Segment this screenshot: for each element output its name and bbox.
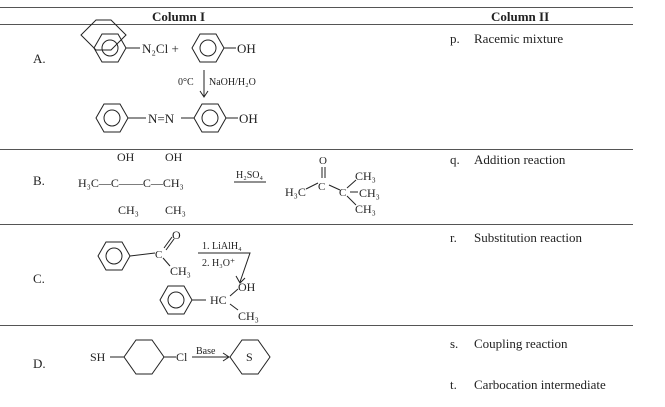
row-b-oh-2: OH <box>165 150 183 164</box>
benzene-ring-a4-hex <box>193 103 227 133</box>
row-letter-c: C. <box>33 271 45 286</box>
benzene-ring-a1 <box>80 19 127 51</box>
option-r-key: r. <box>450 230 457 245</box>
row-c-c: C <box>155 249 162 261</box>
row-b-ch3-1: CH₃ <box>118 203 139 217</box>
option-q-key: q. <box>450 152 460 167</box>
row-b-product-o: O <box>319 155 327 167</box>
rule-b <box>0 224 633 225</box>
row-a-product-oh: OH <box>239 111 258 126</box>
option-r-text: Substitution reaction <box>474 230 582 245</box>
row-d-sh: SH <box>90 350 106 364</box>
rule-a <box>0 149 633 150</box>
row-a-cond-right: NaOH/H₂O <box>209 77 256 88</box>
row-d-reagent: Base <box>196 346 216 357</box>
row-letter-d: D. <box>33 356 46 371</box>
row-a-azo: N=N <box>148 111 175 126</box>
benzene-ring-c1-hex <box>97 241 131 271</box>
benzene-ring-a2-hex <box>191 33 225 63</box>
option-p-text: Racemic mixture <box>474 31 564 46</box>
thiane-ring-d2 <box>229 339 271 375</box>
row-c-oh: OH <box>238 280 256 294</box>
rule-header <box>0 24 633 25</box>
row-b-reagent: H₂SO₄ <box>236 170 263 181</box>
row-b-product-c2: C <box>339 187 346 199</box>
row-d-s: S <box>246 350 253 364</box>
benzene-ring-a1-hex <box>93 33 127 63</box>
row-c-step1: 1. LiAlH₄ <box>202 241 242 252</box>
benzene-ring-c2-hex <box>159 285 193 315</box>
benzene-ring-a3-hex <box>95 103 129 133</box>
row-c-ch3: CH₃ <box>170 264 191 278</box>
rule-c <box>0 325 633 326</box>
row-b-product-ch3-a: CH₃ <box>355 169 376 183</box>
row-b-product-h3c: H₃C <box>285 185 306 199</box>
row-d-cl: Cl <box>176 350 188 364</box>
row-b-chain: H₃C—C——C—CH₃ <box>78 176 184 190</box>
row-c-o: O <box>172 228 181 242</box>
row-a-cond-left: 0°C <box>178 77 194 88</box>
reaction-arrow-c <box>198 252 251 283</box>
option-q-text: Addition reaction <box>474 152 566 167</box>
row-a-diazonium: N₂Cl + <box>142 41 179 56</box>
row-a-phenol-oh: OH <box>237 41 256 56</box>
row-c-step2: 2. H₃O⁺ <box>202 258 235 269</box>
row-b-product-c1: C <box>318 181 325 193</box>
row-b-oh-1: OH <box>117 150 135 164</box>
rule-top <box>0 7 633 8</box>
option-s-key: s. <box>450 336 459 351</box>
row-b-ch3-2: CH₃ <box>165 203 186 217</box>
option-s-text: Coupling reaction <box>474 336 568 351</box>
row-c-ch3-product: CH₃ <box>238 309 259 323</box>
row-letter-b: B. <box>33 173 45 188</box>
option-t-text: Carbocation intermediate <box>474 377 606 392</box>
row-c-hc: HC <box>210 293 227 307</box>
option-p-key: p. <box>450 31 460 46</box>
row-b-product-ch3-b: CH₃ <box>359 186 380 200</box>
option-t-key: t. <box>450 377 457 392</box>
cyclohexane-ring-d1 <box>123 339 165 375</box>
column-2-header: Column II <box>491 9 550 24</box>
column-1-header: Column I <box>152 9 206 24</box>
row-b-product-ch3-c: CH₃ <box>355 202 376 216</box>
row-letter-a: A. <box>33 51 46 66</box>
